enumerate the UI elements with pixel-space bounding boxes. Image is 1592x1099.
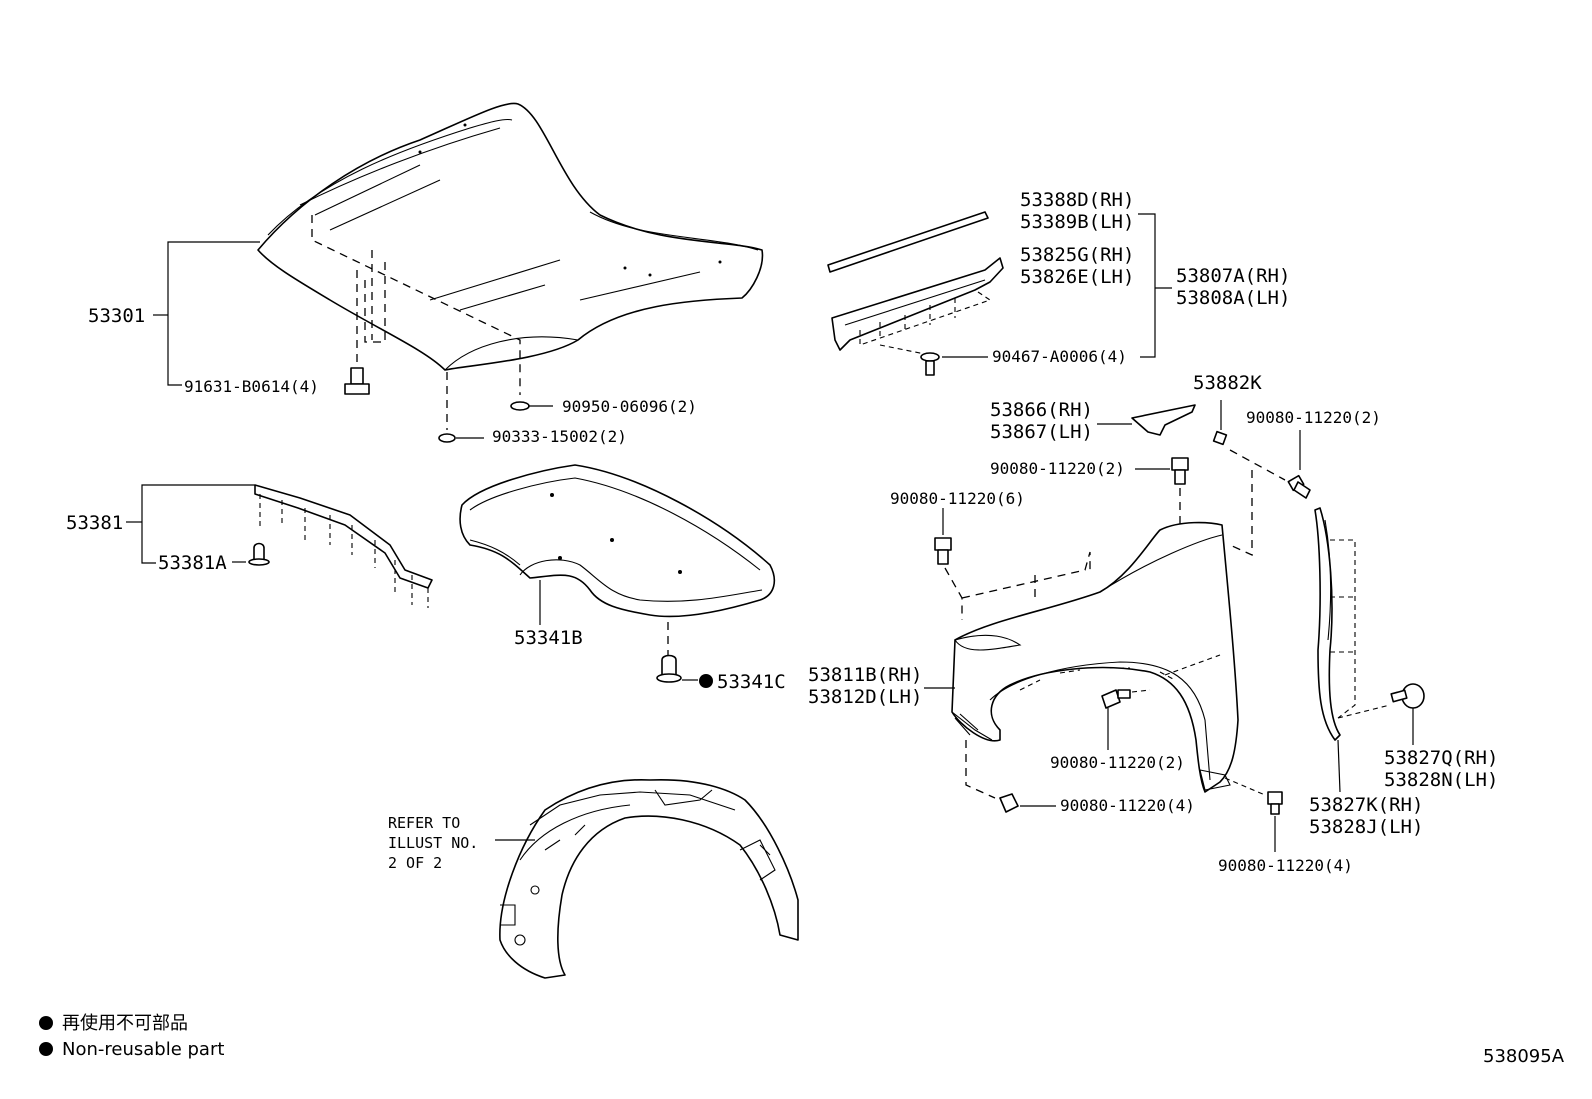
insulator-clip-icon — [656, 654, 682, 683]
label-cushion-b: 90333-15002(2) — [492, 427, 627, 446]
clip-fastener-icon — [1390, 683, 1425, 709]
bolt-fender-left-icon — [934, 537, 952, 565]
label-seal-lh: 53389B(LH) — [1020, 211, 1134, 233]
hood-bolt-icon — [344, 367, 370, 395]
hood-panel — [257, 102, 764, 371]
cowl-screw-icon — [920, 352, 940, 376]
label-fender-lh: 53812D(LH) — [808, 686, 922, 708]
label-seal2-rh: 53827Q(RH) — [1384, 747, 1498, 769]
bolt-bottom-left-icon — [999, 793, 1019, 813]
label-bolt-bottom-left: 90080-11220(4) — [1060, 796, 1195, 815]
hood-seal-clip-icon — [248, 542, 270, 566]
label-fender-rh: 53811B(RH) — [808, 664, 922, 686]
cowl-side-seal — [831, 257, 1004, 351]
label-bolt-fender-left: 90080-11220(6) — [890, 489, 1025, 508]
bolt-fender-top-icon — [1171, 457, 1189, 485]
fender-seal-strip — [827, 211, 989, 273]
bolt-wheel-icon — [1101, 689, 1131, 709]
hood-insulator — [459, 464, 776, 618]
fender-protector-strip — [1314, 507, 1341, 741]
non-reusable-marker-icon — [699, 674, 713, 688]
label-sub-lh: 53808A(LH) — [1176, 287, 1290, 309]
refer-note-line3: 2 OF 2 — [388, 854, 442, 872]
label-sub-rh: 53807A(RH) — [1176, 265, 1290, 287]
legend-bullet-icon — [39, 1042, 53, 1056]
illustration-id: 538095A — [1483, 1046, 1565, 1067]
fender-liner — [499, 778, 799, 979]
label-insulator: 53341B — [514, 627, 583, 649]
clip-nut-icon — [1212, 430, 1228, 446]
legend-bullet-icon — [39, 1016, 53, 1030]
label-bolt-right-top: 90080-11220(2) — [1246, 408, 1381, 427]
label-bolt-fender-top: 90080-11220(2) — [990, 459, 1125, 478]
label-cushion-a: 90950-06096(2) — [562, 397, 697, 416]
bolt-bottom-right-icon — [1267, 791, 1283, 815]
label-insulator-clip: 53341C — [717, 671, 786, 693]
refer-note-line2: ILLUST NO. — [388, 834, 478, 852]
front-fender — [951, 521, 1239, 793]
label-bolt-wheel: 90080-11220(2) — [1050, 753, 1185, 772]
label-seal-rh: 53388D(RH) — [1020, 189, 1134, 211]
cushion-a-icon — [510, 401, 530, 411]
fender-bracket — [1131, 404, 1196, 436]
label-cowl-screw: 90467-A0006(4) — [992, 347, 1127, 366]
label-seal2-lh: 53828N(LH) — [1384, 769, 1498, 791]
label-bolt-bottom-right: 90080-11220(4) — [1218, 856, 1353, 875]
label-bracket-lh: 53867(LH) — [990, 421, 1093, 443]
label-hood-seal-clip: 53381A — [158, 552, 227, 574]
label-hood-seal: 53381 — [66, 512, 123, 534]
bolt-right-top-icon — [1287, 474, 1311, 499]
label-protector-rh: 53827K(RH) — [1309, 794, 1423, 816]
label-bracket-rh: 53866(RH) — [990, 399, 1093, 421]
label-bracket: 53882K — [1193, 372, 1262, 394]
label-cowl-lh: 53826E(LH) — [1020, 266, 1134, 288]
legend-japanese: 再使用不可部品 — [62, 1013, 188, 1034]
refer-note-line1: REFER TO — [388, 814, 460, 832]
cushion-b-icon — [438, 433, 456, 443]
label-hood-bolt: 91631-B0614(4) — [184, 377, 319, 396]
label-hood: 53301 — [88, 305, 145, 327]
label-cowl-rh: 53825G(RH) — [1020, 244, 1134, 266]
label-protector-lh: 53828J(LH) — [1309, 816, 1423, 838]
legend-english: Non-reusable part — [62, 1039, 224, 1060]
